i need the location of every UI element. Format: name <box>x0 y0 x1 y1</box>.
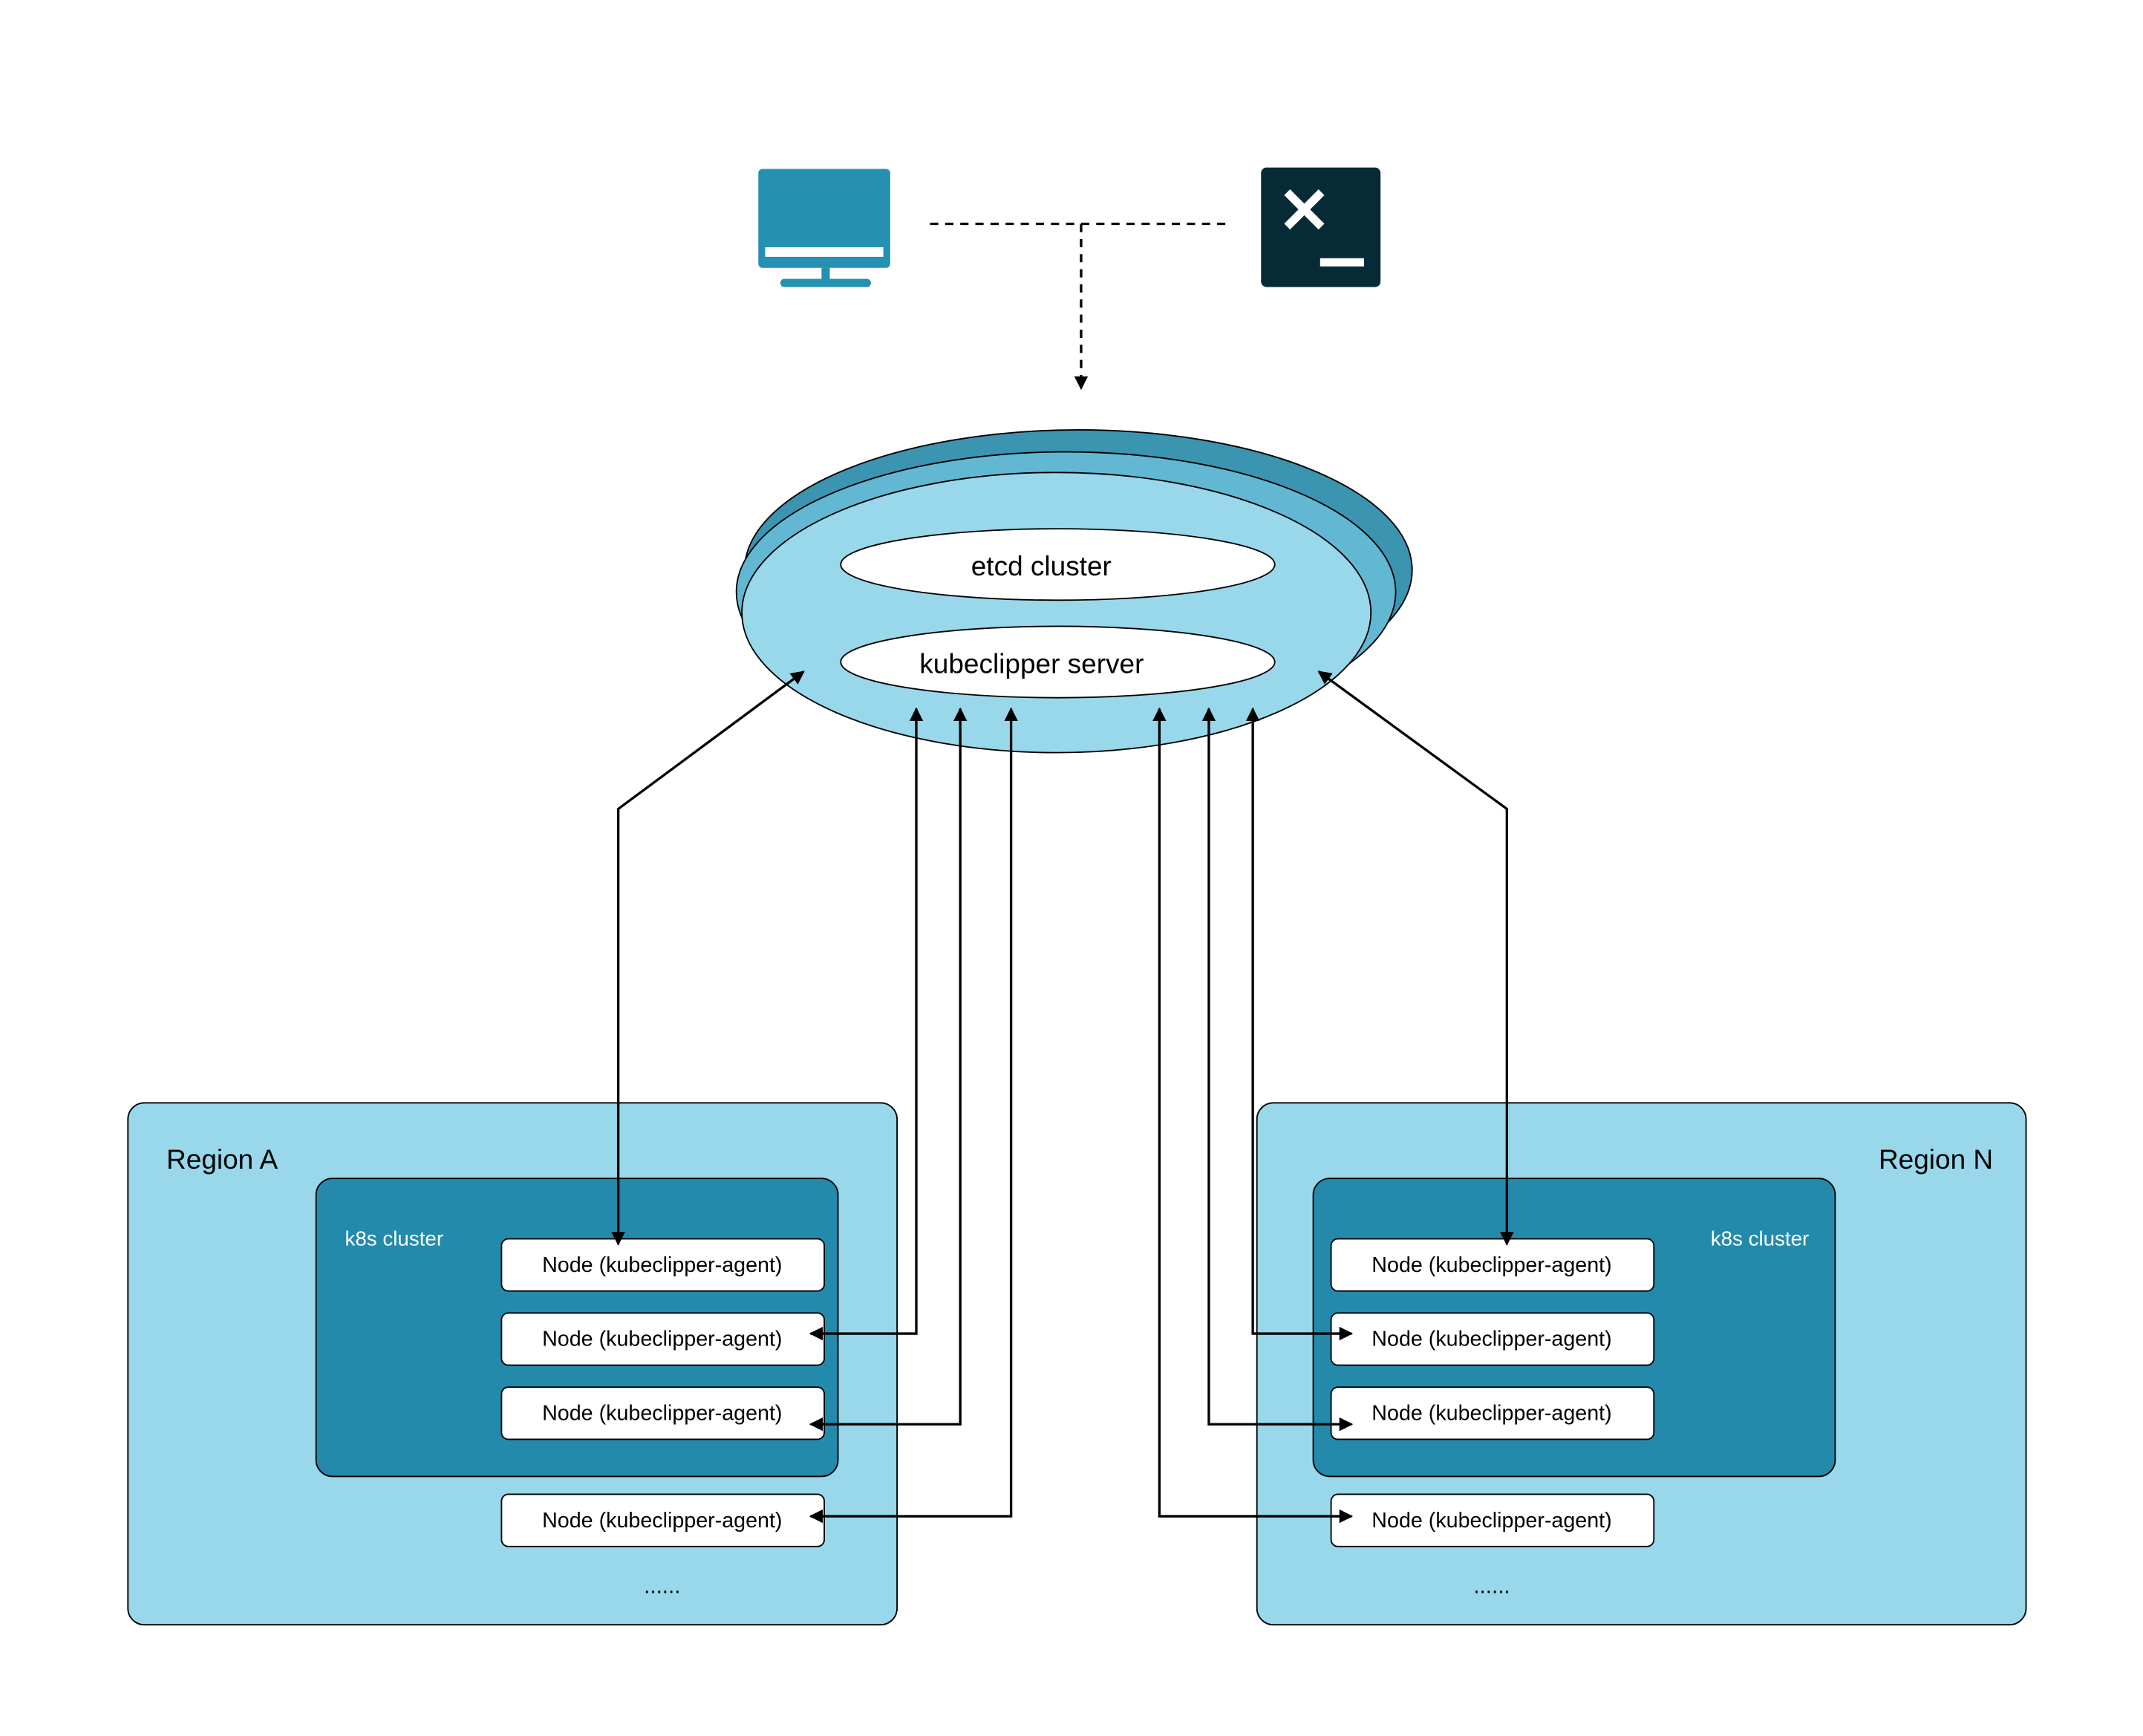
connection-arrow <box>809 707 1018 1524</box>
k8s-cluster-n: k8s cluster Node (kubeclipper-agent) Nod… <box>1312 1178 1836 1478</box>
kubeclipper-server: kubeclipper server <box>840 625 1276 699</box>
node-label: Node (kubeclipper-agent) <box>1371 1328 1611 1351</box>
connection-arrow <box>1317 670 1514 1246</box>
k8s-cluster-n-label: k8s cluster <box>1711 1227 1810 1250</box>
node-card: Node (kubeclipper-agent) <box>500 1312 825 1366</box>
k8s-cluster-a-label: k8s cluster <box>345 1227 444 1250</box>
region-a-label: Region A <box>166 1144 278 1175</box>
more-nodes-ellipsis: ...... <box>644 1574 680 1599</box>
agent-connections <box>611 670 1514 1524</box>
connection-arrow <box>1152 707 1354 1524</box>
node-label: Node (kubeclipper-agent) <box>1371 1402 1611 1426</box>
etcd-cluster: etcd cluster <box>840 528 1276 601</box>
kubeclipper-server-label: kubeclipper server <box>919 648 1144 679</box>
node-card: Node (kubeclipper-agent) <box>1330 1386 1655 1440</box>
region-n-label: Region N <box>1879 1144 1993 1175</box>
node-card: Node (kubeclipper-agent) <box>500 1238 825 1292</box>
node-label: Node (kubeclipper-agent) <box>542 1402 782 1426</box>
k8s-cluster-a: k8s cluster Node (kubeclipper-agent) Nod… <box>315 1178 839 1478</box>
node-label: Node (kubeclipper-agent) <box>542 1509 782 1533</box>
connection-arrow <box>611 670 805 1246</box>
node-card: Node (kubeclipper-agent) <box>1330 1238 1655 1292</box>
node-label: Node (kubeclipper-agent) <box>1371 1509 1611 1533</box>
terminal-icon <box>1261 167 1381 287</box>
standalone-node-card: Node (kubeclipper-agent) <box>500 1493 825 1547</box>
node-label: Node (kubeclipper-agent) <box>1371 1253 1611 1277</box>
region-a: Region A k8s cluster Node (kubeclipper-a… <box>127 1102 898 1626</box>
region-n: Region N k8s cluster Node (kubeclipper-a… <box>1256 1102 2027 1626</box>
etcd-cluster-label: etcd cluster <box>971 551 1112 581</box>
standalone-node-card: Node (kubeclipper-agent) <box>1330 1493 1655 1547</box>
client-connector <box>930 222 1227 391</box>
node-card: Node (kubeclipper-agent) <box>1330 1312 1655 1366</box>
node-label: Node (kubeclipper-agent) <box>542 1328 782 1351</box>
monitor-icon <box>758 169 890 287</box>
more-nodes-ellipsis: ...... <box>1473 1574 1510 1599</box>
node-card: Node (kubeclipper-agent) <box>500 1386 825 1440</box>
node-label: Node (kubeclipper-agent) <box>542 1253 782 1277</box>
